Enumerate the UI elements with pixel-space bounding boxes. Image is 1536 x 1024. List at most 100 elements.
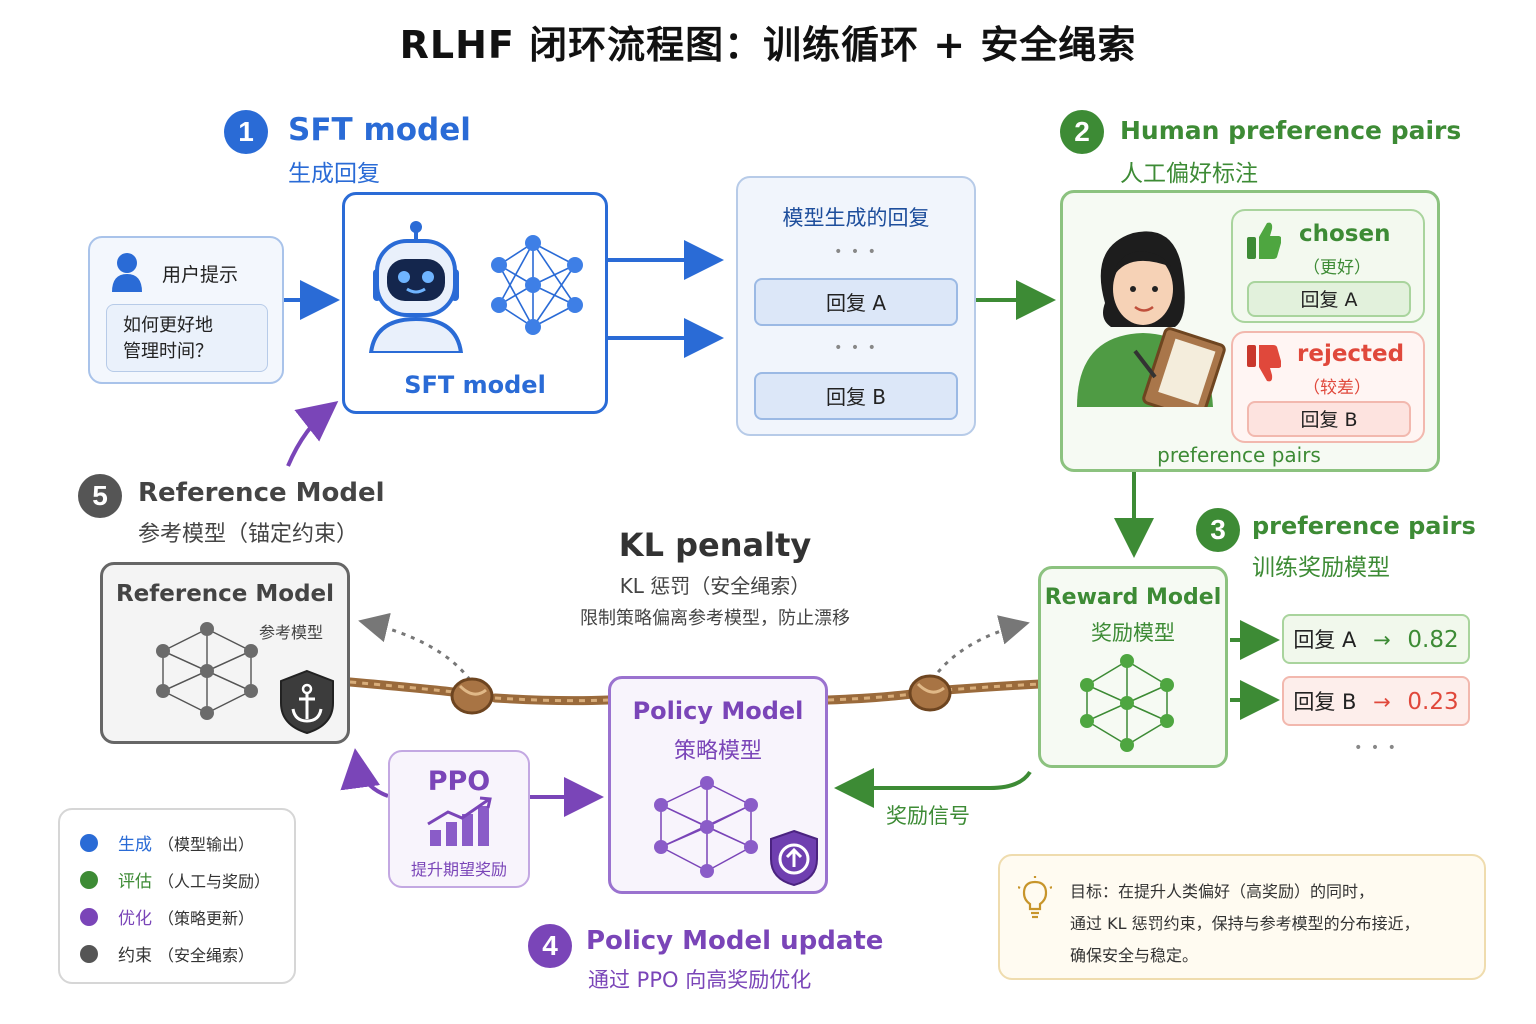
- kl-description: 限制策略偏离参考模型，防止漂移: [580, 608, 850, 629]
- score-a-box: 回复 A → 0.82: [1282, 614, 1470, 664]
- robot-icon: [368, 221, 464, 353]
- score-b-box: 回复 B → 0.23: [1282, 676, 1470, 726]
- step4-badge: 4: [528, 924, 572, 968]
- responses-dots-mid: • • •: [834, 340, 878, 356]
- reference-model-subtitle: 参考模型: [259, 623, 324, 642]
- goal-line3: 确保安全与稳定。: [1070, 946, 1199, 965]
- rejected-item: 回复 B: [1247, 401, 1411, 437]
- reward-signal-label: 奖励信号: [886, 804, 970, 828]
- response-a-item: 回复 A: [754, 278, 958, 326]
- kl-title: KL penalty: [618, 526, 812, 564]
- legend-box: 生成 （模型输出） 评估 （人工与奖励） 优化 （策略更新） 约束 （安全绳索）: [58, 808, 296, 984]
- score-a-value: 0.82: [1407, 627, 1459, 653]
- rejected-card: rejected （较差） 回复 B: [1231, 331, 1425, 443]
- thumbs-down-icon: [1247, 345, 1281, 382]
- thumbs-up-icon: [1247, 222, 1281, 259]
- legend-dot-green: [80, 870, 98, 889]
- reference-model-title: Reference Model: [115, 581, 335, 607]
- goal-line1: 目标：在提升人类偏好（高奖励）的同时，: [1070, 882, 1375, 901]
- annotator-illustration: [1077, 231, 1226, 407]
- user-icon: [112, 253, 142, 292]
- legend-dot-gray: [80, 944, 98, 963]
- responses-title: 模型生成的回复: [782, 206, 930, 230]
- chosen-card: chosen （更好） 回复 A: [1231, 209, 1425, 323]
- rope: [345, 674, 1045, 715]
- upgrade-shield-icon: [770, 829, 818, 887]
- reward-model-box: Reward Model 奖励模型: [1038, 566, 1228, 768]
- reference-network-icon: [156, 622, 258, 720]
- legend-desc: （模型输出）: [158, 834, 255, 854]
- preference-pairs-footer: preference pairs: [1157, 443, 1321, 467]
- responses-dots-top: • • •: [834, 244, 878, 260]
- chosen-title: chosen: [1299, 221, 1391, 247]
- arrow-reward-signal: [834, 768, 1032, 808]
- policy-model-box: Policy Model 策略模型: [608, 676, 828, 894]
- response-b-item: 回复 B: [754, 372, 958, 420]
- dotted-arrow-left: [358, 612, 472, 681]
- preference-box: chosen （更好） 回复 A rejected （较差） 回复 B pref…: [1060, 190, 1440, 472]
- score-b-value: 0.23: [1407, 689, 1459, 715]
- legend-dot-purple: [80, 907, 98, 926]
- ppo-box: PPO 提升期望奖励: [388, 750, 530, 888]
- chosen-subtitle: （更好）: [1303, 258, 1371, 278]
- policy-model-title: Policy Model: [632, 697, 804, 725]
- neural-network-icon: [491, 235, 583, 335]
- goal-note-box: 目标：在提升人类偏好（高奖励）的同时， 通过 KL 惩罚约束，保持与参考模型的分…: [998, 854, 1486, 980]
- score-a-label: 回复 A: [1293, 628, 1357, 652]
- score-a-arrow: →: [1373, 628, 1391, 652]
- score-b-arrow: →: [1373, 690, 1391, 714]
- legend-item-constrain: 约束 （安全绳索）: [80, 941, 254, 966]
- step3-title: preference pairs: [1252, 512, 1476, 540]
- legend-key: 生成: [118, 835, 152, 855]
- dotted-arrow-right: [930, 615, 1030, 681]
- legend-key: 约束: [118, 946, 152, 966]
- bar-growth-icon: [427, 796, 492, 846]
- policy-network-icon: [654, 776, 758, 878]
- rejected-subtitle: （较差）: [1303, 378, 1371, 398]
- step5-subtitle: 参考模型（锚定约束）: [138, 522, 359, 547]
- step2-subtitle: 人工偏好标注: [1120, 161, 1258, 187]
- arrow-ppo-to-reference: [340, 748, 389, 798]
- rope-knot-left: [450, 677, 494, 715]
- step3-badge: 3: [1196, 508, 1240, 552]
- reward-network-icon: [1080, 654, 1174, 752]
- step4-title: Policy Model update: [586, 926, 884, 956]
- step1-title: SFT model: [288, 112, 471, 148]
- legend-desc: （人工与奖励）: [158, 871, 271, 891]
- legend-dot-blue: [80, 833, 98, 852]
- step1-subtitle: 生成回复: [288, 161, 380, 187]
- anchor-shield-icon: [280, 669, 334, 735]
- kl-subtitle: KL 惩罚（安全绳索）: [619, 574, 811, 598]
- legend-item-evaluate: 评估 （人工与奖励）: [80, 867, 270, 892]
- legend-key: 评估: [118, 872, 152, 892]
- ppo-subtitle: 提升期望奖励: [410, 860, 507, 879]
- page-title: RLHF 闭环流程图：训练循环 + 安全绳索: [399, 23, 1137, 67]
- reward-model-subtitle: 奖励模型: [1091, 621, 1175, 645]
- arrow-reference-to-sft: [286, 401, 339, 467]
- chosen-item: 回复 A: [1247, 281, 1411, 317]
- score-b-label: 回复 B: [1293, 690, 1357, 714]
- step5-title: Reference Model: [138, 478, 385, 508]
- step4-subtitle: 通过 PPO 向高奖励优化: [588, 968, 812, 992]
- prompt-label: 用户提示: [162, 264, 239, 286]
- legend-item-generate: 生成 （模型输出）: [80, 830, 254, 855]
- ppo-title: PPO: [427, 766, 491, 797]
- responses-box: 模型生成的回复 • • • 回复 A • • • 回复 B: [736, 176, 976, 436]
- reward-model-title: Reward Model: [1044, 585, 1222, 610]
- step5-badge: 5: [78, 474, 122, 518]
- scores-dots: • • •: [1354, 740, 1398, 756]
- prompt-text-line1: 如何更好地: [123, 315, 213, 336]
- legend-desc: （安全绳索）: [158, 945, 255, 965]
- sft-model-label: SFT model: [404, 371, 546, 399]
- sft-model-box: SFT model: [342, 192, 608, 414]
- legend-desc: （策略更新）: [158, 908, 255, 928]
- policy-model-subtitle: 策略模型: [673, 739, 762, 764]
- prompt-box: 用户提示 如何更好地 管理时间？: [88, 236, 284, 384]
- goal-line2: 通过 KL 惩罚约束，保持与参考模型的分布接近，: [1070, 914, 1420, 933]
- legend-item-optimize: 优化 （策略更新）: [80, 904, 254, 929]
- prompt-text-line2: 管理时间？: [123, 341, 213, 362]
- step2-title: Human preference pairs: [1120, 116, 1462, 145]
- rejected-title: rejected: [1297, 341, 1405, 367]
- goal-text: 目标：在提升人类偏好（高奖励）的同时， 通过 KL 惩罚约束，保持与参考模型的分…: [1070, 876, 1420, 972]
